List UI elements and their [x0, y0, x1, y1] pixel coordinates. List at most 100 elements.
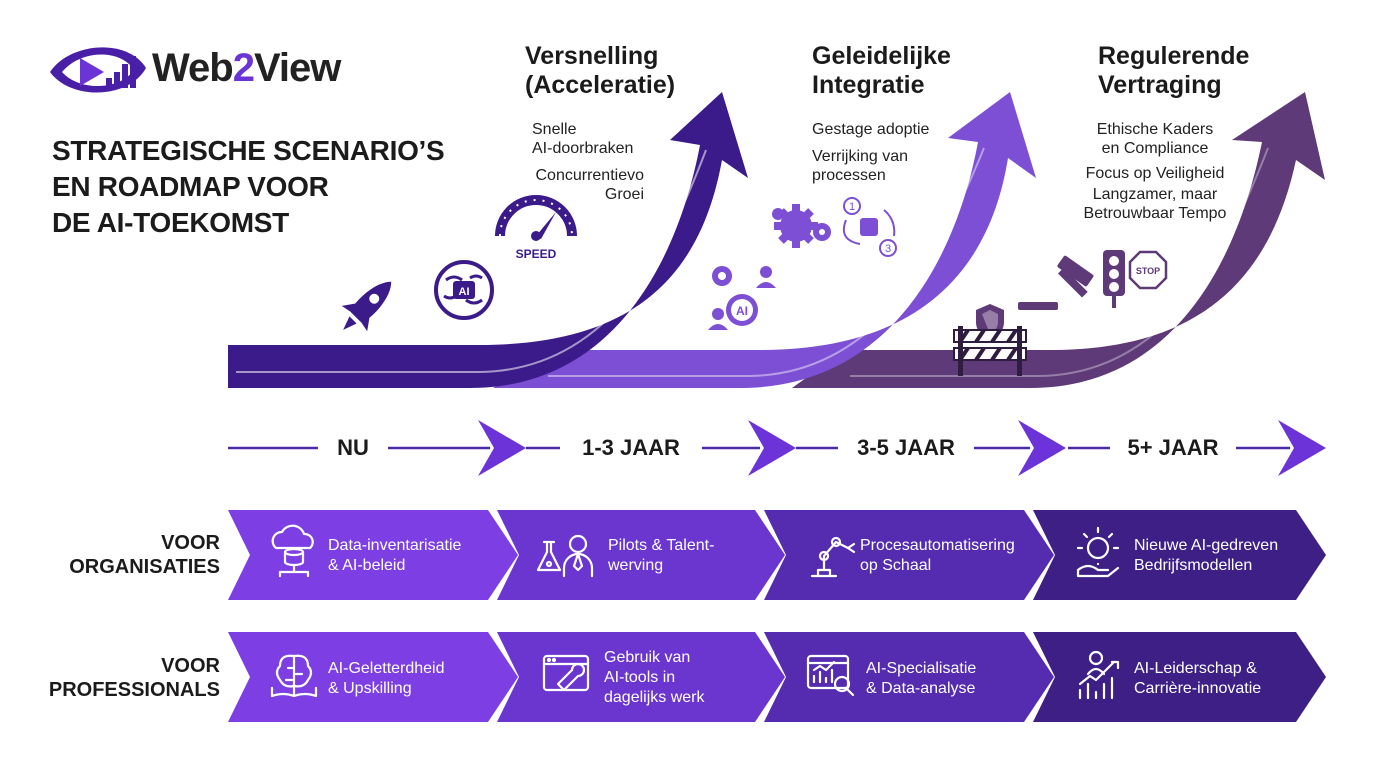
scenario-3-title: Regulerende Vertraging: [1098, 42, 1249, 100]
org-cell-1: Data-inventarisatie & AI-beleid: [328, 536, 461, 576]
row-label-organisaties: VOOR ORGANISATIES: [20, 531, 220, 579]
timeline-arrowhead-2: [748, 420, 796, 476]
scenario-3-title-line-1: Regulerende: [1098, 42, 1250, 70]
scientist-flask-icon: [536, 534, 594, 578]
scenario-1-point-1: Snelle: [532, 121, 577, 138]
chevron-prof-3: [764, 632, 1054, 722]
prof-cell-2-line-1: Gebruik van: [604, 649, 691, 666]
brand-name: Web2View: [152, 46, 341, 91]
prof-cell-3: AI-Specialisatie & Data-analyse: [866, 659, 976, 699]
scenario-3-points: Ethische Kaders en Compliance Focus op V…: [1060, 120, 1250, 223]
scenario-1-title-line-2: (Acceleratie): [525, 71, 676, 99]
robot-arm-icon: [810, 536, 856, 578]
org-cell-1-line-1: Data-inventarisatie: [328, 537, 462, 554]
stop-label: STOP: [1136, 266, 1160, 276]
browser-wrench-icon: [542, 654, 590, 692]
brain-book-icon: [270, 654, 318, 698]
people-ai-gear-icon: AI: [708, 266, 776, 330]
scenario-1-point-3: Concurrentievo: [535, 167, 645, 184]
chevron-prof-1: [228, 632, 518, 722]
prof-cell-3-line-1: AI-Specialisatie: [866, 660, 977, 677]
scenario-2-title-line-1: Geleidelijke: [812, 42, 951, 70]
page-title-line-2: EN ROADMAP VOOR: [52, 171, 329, 202]
barrier-shield-icon: [953, 304, 1027, 376]
org-cell-3-line-1: Procesautomatisering: [860, 537, 1015, 554]
prof-cell-1: AI-Geletterdheid & Upskilling: [328, 659, 445, 699]
prof-cell-4-line-1: AI-Leiderschap &: [1134, 660, 1257, 677]
timeline-arrowhead-1: [478, 420, 526, 476]
scenario-1-points-b: Concurrentievo Groei: [524, 166, 645, 204]
scenario-3-point-3: Focus op Veiligheid: [1085, 165, 1225, 182]
scenario-1-title-line-1: Versnelling: [525, 42, 659, 70]
page-title-line-3: DE AI-TOEKOMST: [52, 207, 289, 238]
stop-sign-icon: STOP: [1128, 250, 1168, 290]
scenario-2-point-2: Verrijking van: [812, 148, 909, 165]
org-cell-4: Nieuwe AI-gedreven Bedrijfsmodellen: [1134, 536, 1278, 576]
cloud-database-icon: [271, 524, 314, 578]
chart-magnifier-icon: [806, 654, 855, 697]
scenario-2-title-line-2: Integratie: [812, 71, 925, 99]
speed-label: SPEED: [516, 247, 557, 261]
process-steps-icon: 1 3: [842, 197, 897, 257]
rocket-icon: [341, 281, 392, 332]
scenario-1-point-2: AI-doorbraken: [532, 140, 634, 157]
prof-cell-1-line-1: AI-Geletterdheid: [328, 660, 445, 677]
prof-cell-2: Gebruik van AI-tools in dagelijks werk: [604, 648, 704, 708]
step-1-label: 1: [849, 201, 855, 213]
prof-cell-3-line-2: & Data-analyse: [866, 680, 976, 697]
org-cell-2-line-1: Pilots & Talent-: [608, 537, 715, 554]
scenario-2-title: Geleidelijke Integratie: [812, 42, 951, 100]
timeline-arrowhead-4: [1278, 420, 1326, 476]
timeline-label-1-3-jaar: 1-3 JAAR: [582, 435, 680, 460]
chevron-prof-4: [1033, 632, 1326, 722]
org-cell-2: Pilots & Talent- werving: [608, 536, 714, 576]
scenario-3-point-1: Ethische Kaders: [1096, 121, 1214, 138]
timeline-arrowheads: [478, 420, 1326, 476]
scenario-1-point-4: Groei: [604, 186, 644, 203]
prof-cell-4-line-2: Carrière-innovatie: [1134, 680, 1262, 697]
org-cell-4-line-2: Bedrijfsmodellen: [1134, 557, 1253, 574]
org-cell-1-line-2: & AI-beleid: [328, 557, 406, 574]
arrow-regulerende-vertraging: [792, 92, 1325, 388]
brand-name-part3: View: [253, 46, 341, 90]
scenario-2-points: Gestage adoptie Verrijking van processen: [812, 120, 929, 185]
row-label-organisaties-line-2: ORGANISATIES: [69, 556, 220, 578]
brand-name-part1: Web: [152, 46, 234, 90]
org-cell-4-line-1: Nieuwe AI-gedreven: [1134, 537, 1279, 554]
chevron-org-4: [1033, 510, 1326, 600]
scenario-1-points: Snelle AI-doorbraken: [532, 120, 633, 158]
brand-name-part2: 2: [232, 46, 255, 90]
logo-icon: [50, 47, 146, 93]
gears-icon: [772, 204, 831, 248]
org-cell-3: Procesautomatisering op Schaal: [860, 536, 1015, 576]
scenario-3-point-4: Langzamer, maar: [1092, 186, 1218, 203]
page-title-line-1: STRATEGISCHE SCENARIO’S: [52, 135, 445, 166]
scenario-3-title-line-2: Vertraging: [1098, 71, 1222, 99]
scenario-2-point-1: Gestage adoptie: [812, 121, 930, 138]
chevron-org-1: [228, 510, 518, 600]
row-label-professionals-line-1: VOOR: [161, 655, 220, 677]
row-label-organisaties-line-1: VOOR: [161, 532, 220, 554]
chevron-org-3: [764, 510, 1054, 600]
row-chevrons-professionals: [228, 632, 1326, 722]
leader-growth-icon: [1078, 650, 1120, 700]
scenario-3-point-2: en Compliance: [1101, 140, 1209, 157]
chevron-org-2: [497, 510, 785, 600]
scenario-2-point-3: processen: [812, 167, 886, 184]
org-cell-3-line-2: op Schaal: [860, 557, 932, 574]
page-title: STRATEGISCHE SCENARIO’S EN ROADMAP VOOR …: [52, 133, 512, 241]
timeline-arrowhead-3: [1018, 420, 1066, 476]
arrow-versnelling: [228, 92, 748, 388]
prof-cell-4: AI-Leiderschap & Carrière-innovatie: [1134, 659, 1261, 699]
people-ai-label: AI: [736, 304, 748, 318]
timeline-label-5-plus-jaar: 5+ JAAR: [1127, 435, 1219, 460]
row-label-professionals: VOOR PROFESSIONALS: [20, 654, 220, 702]
speedometer-icon: SPEED: [495, 195, 577, 261]
prof-cell-2-line-3: dagelijks werk: [604, 689, 705, 706]
timeline-label-3-5-jaar: 3-5 JAAR: [857, 435, 955, 460]
ai-brain-icon: AI: [434, 260, 494, 320]
chevron-prof-2: [497, 632, 785, 722]
ai-hand-gear-icon: [1076, 526, 1120, 578]
prof-cell-1-line-2: & Upskilling: [328, 680, 412, 697]
